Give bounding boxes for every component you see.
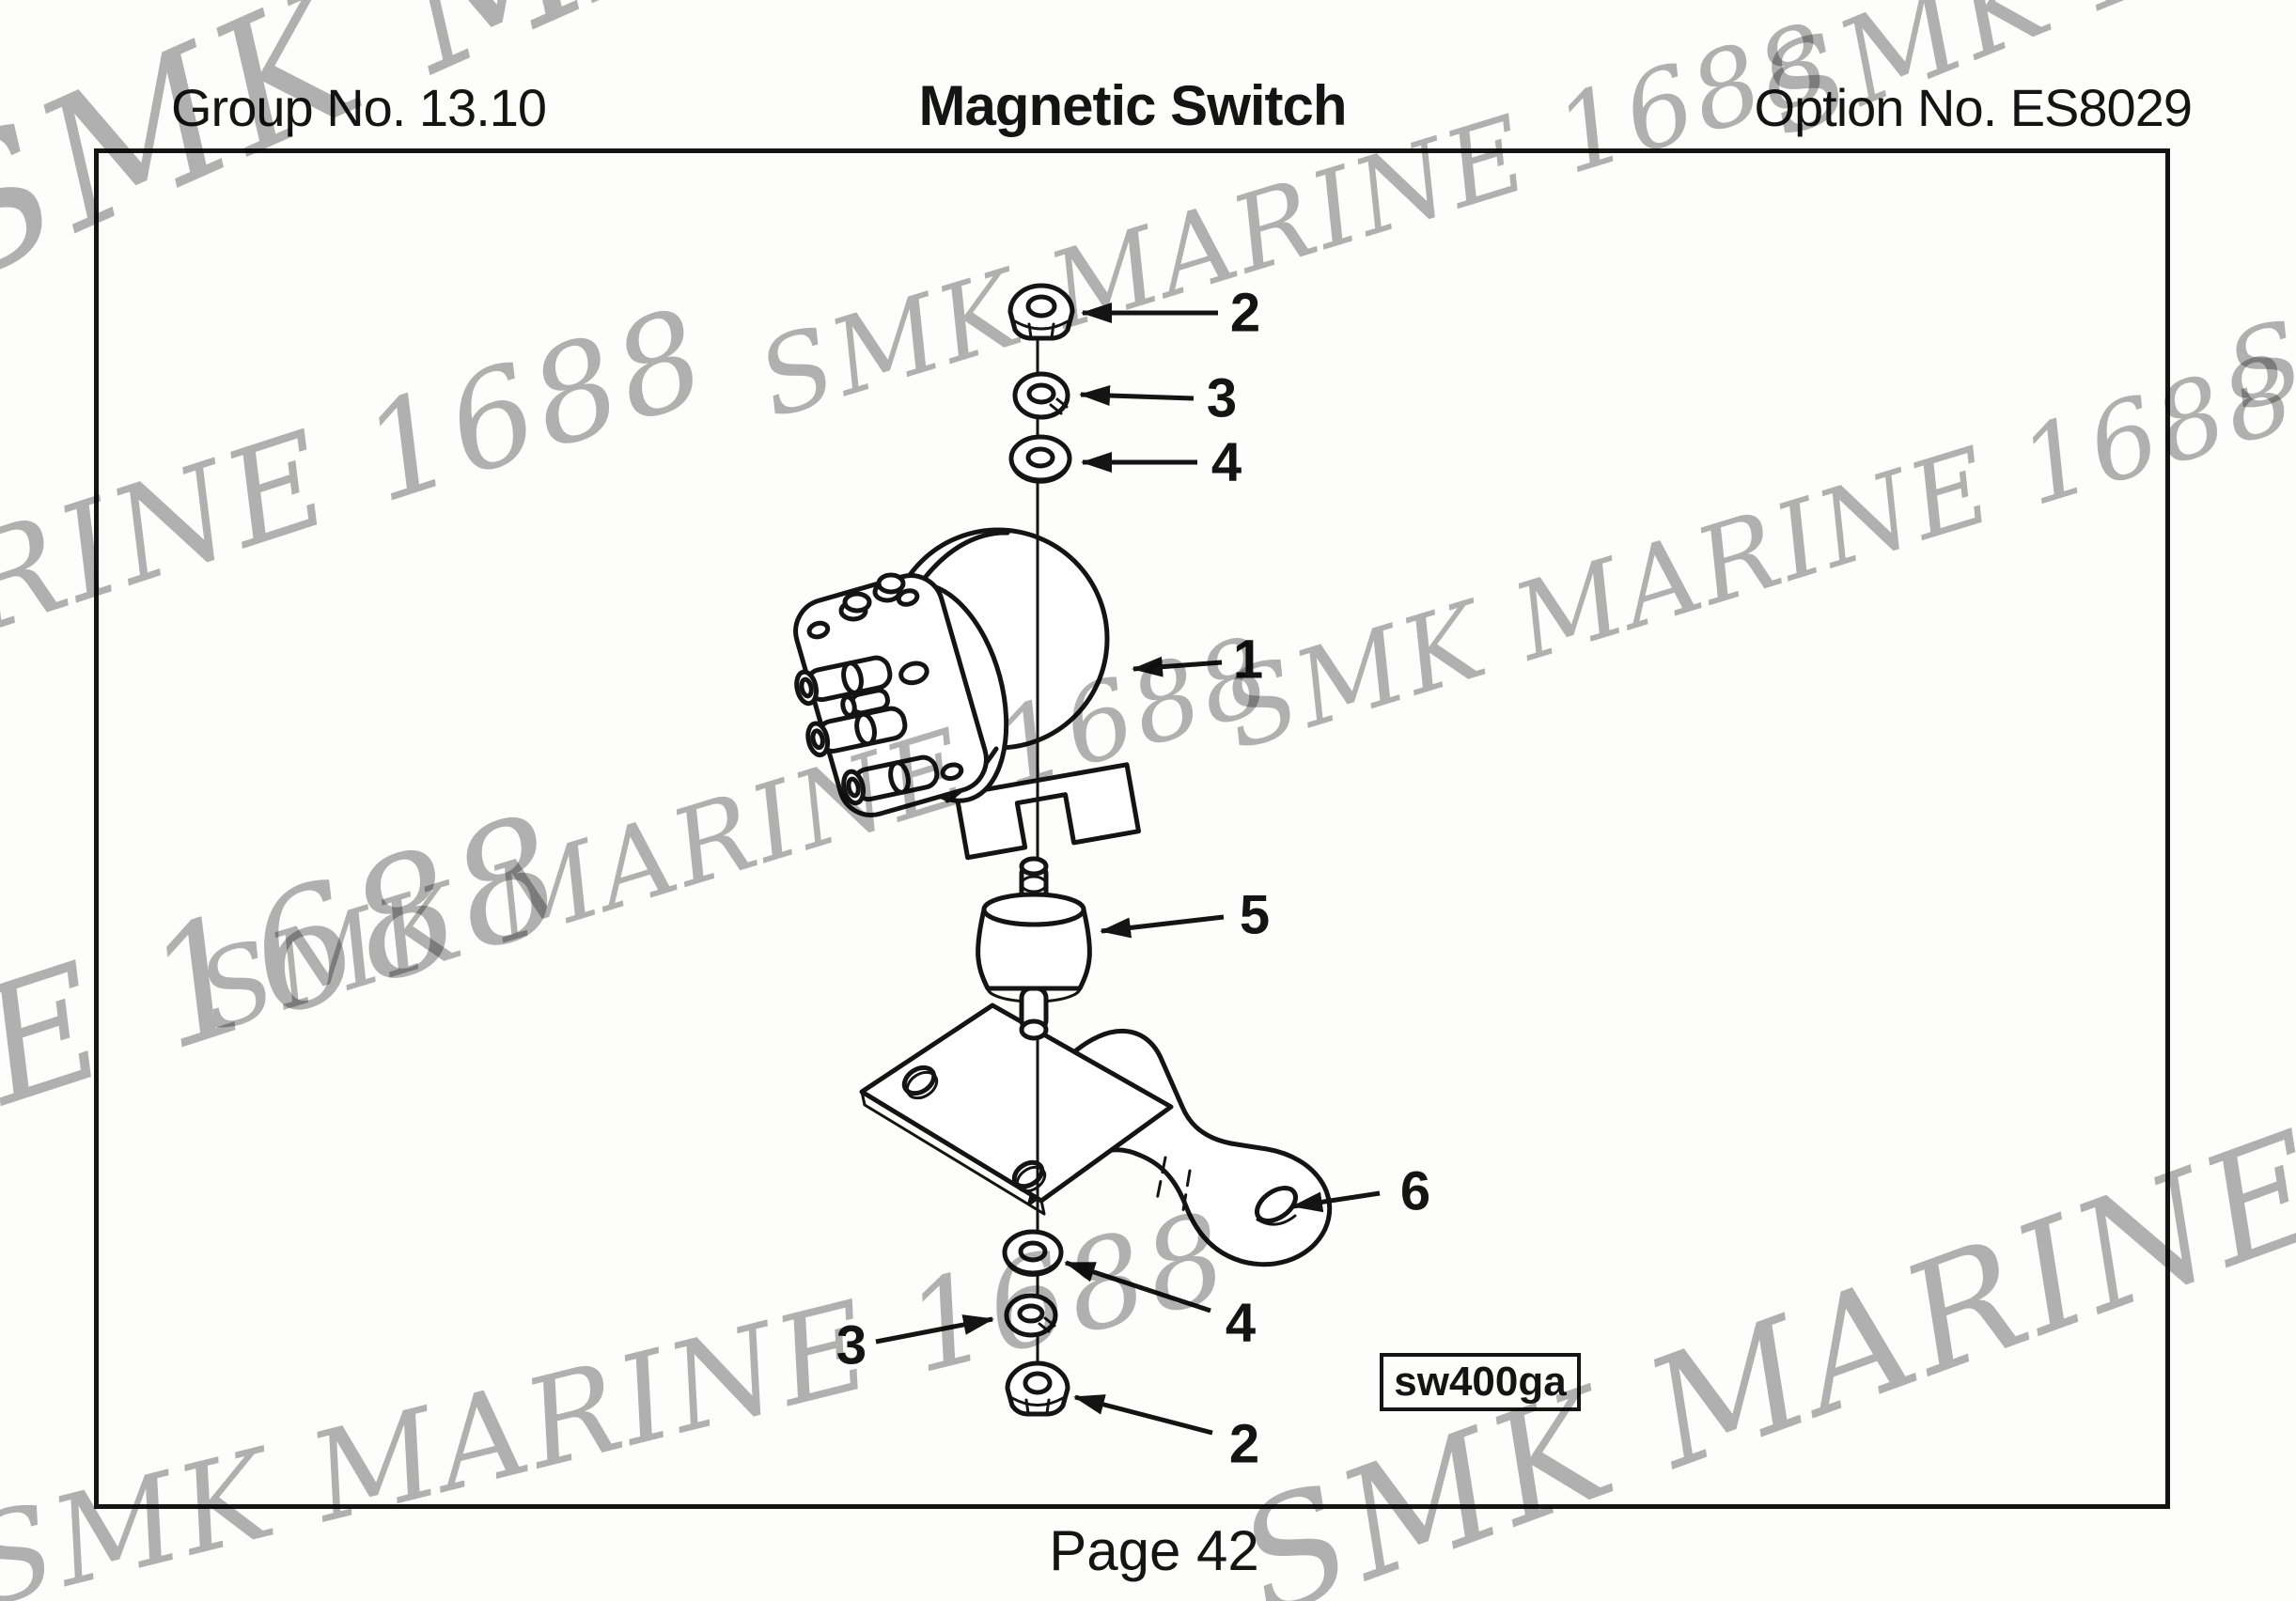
flat-washer-bottom-drawing: [1002, 1229, 1064, 1277]
rubber-mount-drawing: [976, 856, 1092, 1041]
callout-1: 1: [1232, 629, 1264, 691]
magnetic-switch-body-drawing: [793, 527, 1110, 817]
part-code-label: sw400ga: [1380, 1353, 1581, 1411]
mounting-bracket-drawing: [859, 1003, 1333, 1267]
lock-washer-top-drawing: [1012, 371, 1070, 420]
diagram-frame: [94, 148, 2170, 1509]
page-number: Page 42: [1049, 1519, 1259, 1582]
callout-5: 5: [1239, 884, 1271, 946]
callout-6: 6: [1399, 1160, 1431, 1222]
lock-washer-bottom-drawing: [1004, 1293, 1058, 1338]
page-title: Magnetic Switch: [918, 74, 1347, 137]
option-number: Option No. ES8029: [1754, 78, 2193, 137]
flat-washer-top-drawing: [1008, 434, 1072, 484]
group-number: Group No. 13.10: [171, 78, 547, 137]
callout-3-top: 3: [1206, 367, 1238, 429]
hex-nut-top-drawing: [1007, 283, 1075, 341]
switch-feet-drawing: [954, 762, 1141, 861]
callout-3-bottom: 3: [836, 1314, 867, 1376]
callout-4-top: 4: [1210, 431, 1242, 493]
callout-2-bottom: 2: [1228, 1413, 1260, 1475]
callout-4-bottom: 4: [1225, 1292, 1257, 1354]
callout-arrows: [875, 303, 1381, 1436]
hex-nut-bottom-drawing: [1005, 1360, 1070, 1417]
callout-2-top: 2: [1229, 282, 1261, 344]
